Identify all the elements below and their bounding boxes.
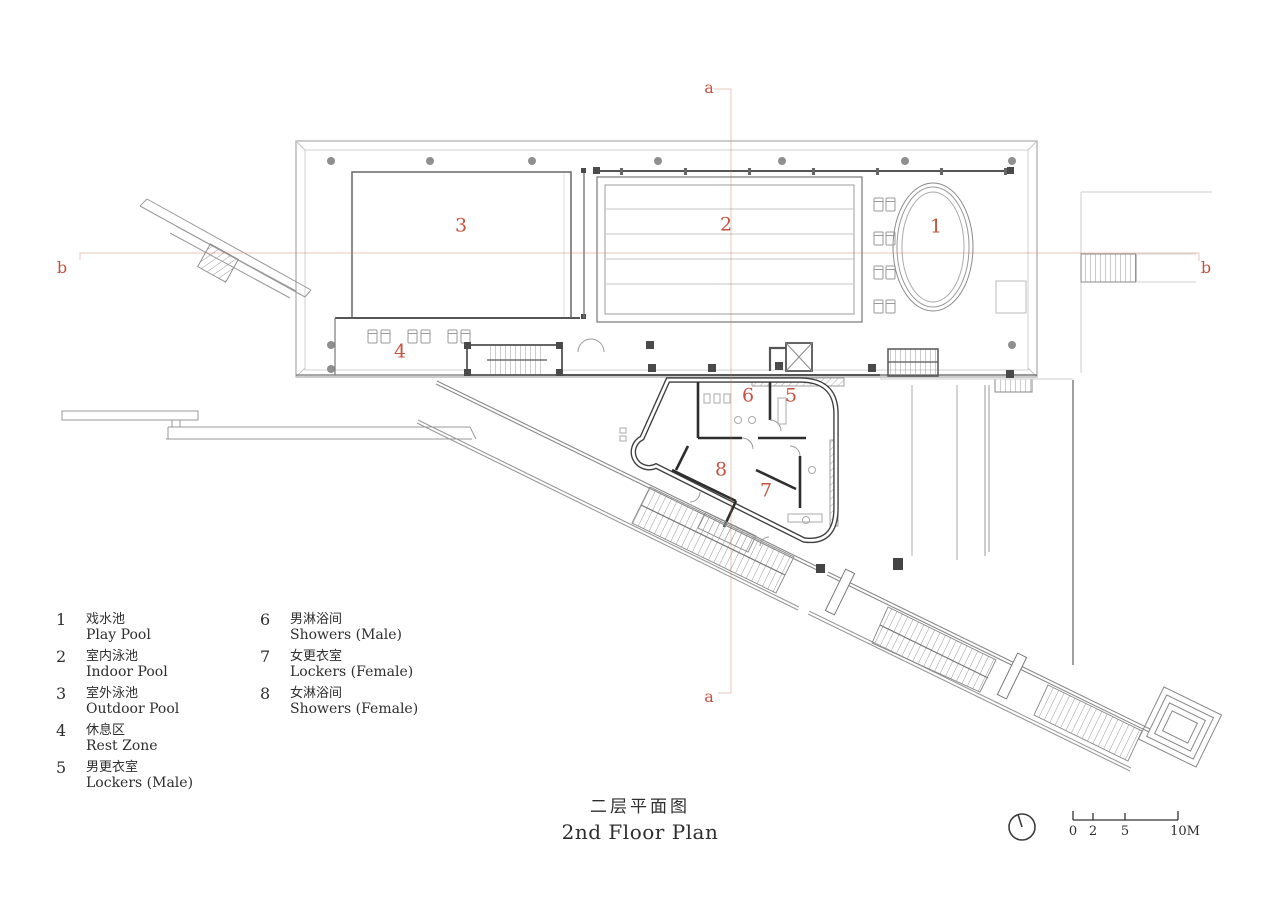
right-corridor [880,378,1074,665]
section-lines [79,88,1200,694]
pool-loungers [873,197,896,314]
room-label-showers-female: 8 [714,458,728,481]
structural-columns [327,157,1016,373]
room-label-outdoor-pool: 3 [454,214,468,237]
legend-item: 2 室内泳池 Indoor Pool [56,648,256,680]
right-stair-extension [1080,191,1212,373]
fixtures [619,393,823,524]
room-label-play-pool: 1 [929,215,943,238]
room-label-showers-male: 6 [741,384,755,407]
legend-item-zh: 女淋浴间 [290,686,343,701]
terrace-box [995,280,1027,314]
legend-item-zh: 男更衣室 [86,760,139,775]
legend-item-number: 5 [56,758,67,777]
rest-zone [334,317,580,375]
scale-label-2: 2 [1088,824,1098,839]
legend-item-en: Indoor Pool [86,664,168,680]
legend-item-zh: 室外泳池 [86,686,139,701]
hall-right-stairs [887,348,1033,393]
scale-label-10m: 10M [1170,824,1200,839]
wall-blocks [646,341,1014,378]
play-pool [892,182,974,312]
legend-item: 3 室外泳池 Outdoor Pool [56,685,256,717]
outdoor-pool [351,168,586,319]
walkway-thresholds [816,558,1028,700]
legend-item: 1 戏水池 Play Pool [56,611,256,643]
legend-item-number: 6 [260,610,271,629]
walkway-stairs [631,486,1143,762]
drawing-title-zh: 二层平面图 [590,797,690,817]
legend-item: 4 休息区 Rest Zone [56,722,256,754]
diagonal-walkways [416,380,1151,772]
section-marker-b-right: b [1200,258,1212,277]
legend-item-number: 7 [260,647,271,666]
legend-column-2: 6 男淋浴间 Showers (Male) 7 女更衣室 Lockers (Fe… [260,611,470,722]
indoor-pool [593,167,1014,323]
section-marker-a-top: a [704,78,714,97]
scale-label-0: 0 [1068,824,1078,839]
legend-item-en: Lockers (Female) [290,664,414,680]
legend-item-en: Outdoor Pool [86,701,180,717]
switchback-ramp [1137,686,1223,768]
legend-item-zh: 室内泳池 [86,649,139,664]
room-label-lockers-male: 5 [784,384,798,407]
legend-item: 8 女淋浴间 Showers (Female) [260,685,470,717]
legend-item: 5 男更衣室 Lockers (Male) [56,759,256,791]
left-entry-ramp [139,198,312,299]
legend-item-zh: 戏水池 [86,612,126,627]
legend-item-number: 4 [56,721,67,740]
legend-column-1: 1 戏水池 Play Pool 2 室内泳池 Indoor Pool 3 室外泳… [56,611,256,796]
legend-item-number: 1 [56,610,67,629]
room-label-rest-zone: 4 [393,340,407,363]
legend-item-number: 8 [260,684,271,703]
north-indicator-icon [1008,813,1036,841]
pool-lane-lines [606,208,853,285]
legend-item-en: Showers (Female) [290,701,419,717]
room-label-indoor-pool: 2 [719,213,733,236]
section-marker-b-left: b [56,258,68,277]
legend-item: 7 女更衣室 Lockers (Female) [260,648,470,680]
section-marker-a-bottom: a [704,687,714,706]
legend-item-en: Rest Zone [86,738,158,754]
legend-item-en: Showers (Male) [290,627,402,643]
central-stair [464,338,605,376]
scale-label-5: 5 [1120,824,1130,839]
main-hall-shell [295,140,1038,378]
scale-bar [1072,811,1179,821]
legend-item-zh: 男淋浴间 [290,612,343,627]
elevator [768,342,813,372]
partition-walls [671,382,806,528]
legend-item-en: Play Pool [86,627,151,643]
legend-item-en: Lockers (Male) [86,775,194,791]
lower-platforms [61,410,477,440]
legend-item-zh: 休息区 [86,723,126,738]
legend-item: 6 男淋浴间 Showers (Male) [260,611,470,643]
room-label-lockers-female: 7 [759,479,773,502]
legend-item-number: 3 [56,684,67,703]
legend-item-zh: 女更衣室 [290,649,343,664]
drawing-title-en: 2nd Floor Plan [561,820,719,844]
legend-item-number: 2 [56,647,67,666]
